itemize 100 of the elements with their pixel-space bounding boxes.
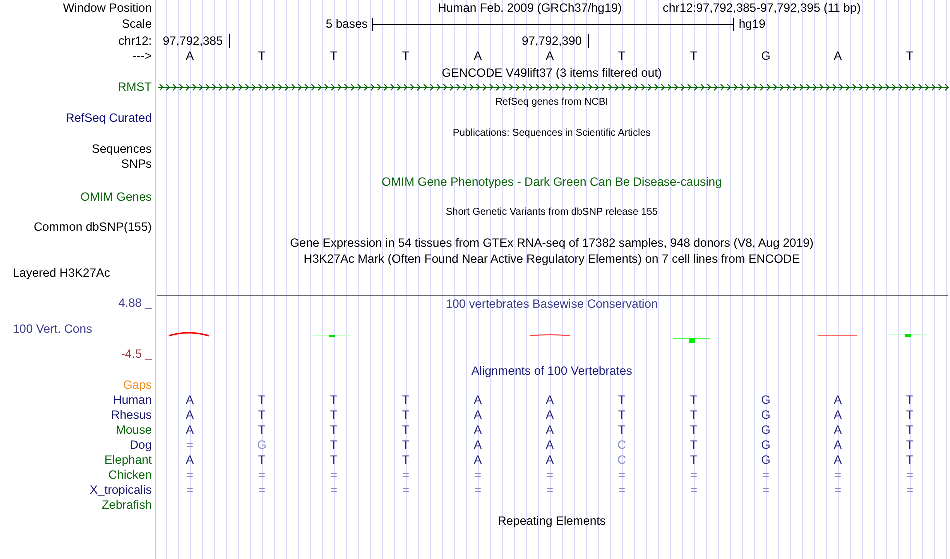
track-title: RefSeq genes from NCBI	[496, 96, 608, 110]
base-letter: T	[402, 423, 410, 437]
base-letter: A	[186, 423, 194, 437]
base-letter: A	[546, 438, 554, 452]
base-letter: =	[186, 468, 194, 482]
coordinate-label: 97,792,385	[163, 34, 224, 48]
base-letter: =	[258, 483, 266, 497]
base-letter: T	[618, 408, 626, 422]
base-letter: A	[474, 49, 482, 63]
track-label: OMIM Genes	[80, 190, 152, 204]
track-label: Sequences	[92, 142, 152, 156]
base-letter: =	[546, 483, 554, 497]
track-label: Scale	[122, 17, 152, 31]
base-letter: T	[906, 453, 914, 467]
position-label: chr12:97,792,385-97,792,395 (11 bp)	[663, 1, 861, 15]
base-letter: =	[186, 483, 194, 497]
base-letter: A	[186, 453, 194, 467]
base-letter: A	[186, 408, 194, 422]
axis-value: -4.5 _	[121, 347, 152, 361]
track-label: Human	[113, 393, 152, 407]
track-label: Mouse	[116, 423, 152, 437]
base-letter: =	[906, 468, 914, 482]
scale-label: 5 bases	[326, 17, 368, 31]
base-letter: T	[906, 393, 914, 407]
base-letter: =	[762, 468, 770, 482]
track-label: Zebrafish	[102, 498, 152, 512]
base-letter: =	[834, 483, 842, 497]
base-letter: T	[402, 408, 410, 422]
base-letter: T	[258, 49, 266, 63]
base-letter: =	[690, 468, 698, 482]
base-letter: T	[618, 423, 626, 437]
track-title: Alignments of 100 Vertebrates	[472, 364, 632, 378]
base-letter: =	[186, 438, 194, 452]
track-title: GENCODE V49lift37 (3 items filtered out)	[442, 66, 662, 80]
base-letter: A	[546, 393, 554, 407]
base-letter: A	[474, 408, 482, 422]
track-title: OMIM Gene Phenotypes - Dark Green Can Be Disease-causing	[382, 175, 722, 189]
base-letter: A	[186, 393, 194, 407]
base-letter: T	[258, 408, 266, 422]
base-letter: =	[474, 468, 482, 482]
base-letter: T	[402, 453, 410, 467]
base-letter: T	[690, 393, 698, 407]
base-letter: A	[834, 393, 842, 407]
base-letter: A	[834, 49, 842, 63]
base-letter: T	[690, 423, 698, 437]
base-letter: A	[834, 438, 842, 452]
track-title: Short Genetic Variants from dbSNP release 155	[446, 206, 658, 220]
scale-label: hg19	[739, 17, 766, 31]
track-title: Repeating Elements	[498, 514, 606, 528]
track-label: RMST	[118, 80, 152, 94]
track-label: Elephant	[104, 453, 152, 467]
base-letter: T	[330, 438, 338, 452]
base-letter: T	[330, 423, 338, 437]
base-letter: T	[402, 438, 410, 452]
base-letter: A	[546, 49, 554, 63]
base-letter: A	[474, 453, 482, 467]
base-letter: T	[330, 408, 338, 422]
base-letter: =	[834, 468, 842, 482]
base-letter: A	[546, 423, 554, 437]
base-letter: T	[906, 408, 914, 422]
base-letter: A	[834, 423, 842, 437]
base-letter: T	[618, 393, 626, 407]
track-label: --->	[133, 49, 152, 63]
coordinate-label: 97,792,390	[522, 34, 582, 48]
base-letter: T	[330, 393, 338, 407]
base-letter: T	[906, 423, 914, 437]
track-label: chr12:	[118, 34, 152, 48]
base-letter: T	[258, 423, 266, 437]
track-label: SNPs	[121, 157, 152, 171]
track-label: 100 Vert. Cons	[13, 322, 92, 336]
base-letter: =	[330, 468, 338, 482]
base-letter: =	[402, 468, 410, 482]
base-letter: T	[906, 438, 914, 452]
track-title: Gene Expression in 54 tissues from GTEx RNA-seq of 17382 samples, 948 donors (V8, Aug 2019)	[290, 236, 814, 250]
base-letter: =	[690, 483, 698, 497]
base-letter: G	[761, 408, 771, 422]
base-letter: T	[690, 49, 698, 63]
axis-value: 4.88 _	[118, 296, 152, 310]
base-letter: =	[762, 483, 770, 497]
base-letter: =	[546, 468, 554, 482]
base-letter: G	[761, 423, 771, 437]
track-label: Dog	[130, 438, 152, 452]
track-title: H3K27Ac Mark (Often Found Near Active Regulatory Elements) on 7 cell lines from ENCODE	[304, 252, 800, 266]
base-letter: T	[402, 49, 410, 63]
base-letter: C	[618, 438, 626, 452]
base-letter: T	[690, 438, 698, 452]
track-title: Publications: Sequences in Scientific Articles	[453, 127, 651, 141]
base-letter: T	[690, 453, 698, 467]
base-letter: T	[330, 453, 338, 467]
base-letter: A	[474, 423, 482, 437]
base-letter: T	[258, 393, 266, 407]
base-letter: =	[618, 468, 626, 482]
base-letter: T	[402, 393, 410, 407]
base-letter: A	[474, 438, 482, 452]
base-letter: A	[834, 408, 842, 422]
base-letter: T	[690, 408, 698, 422]
assembly-label: Human Feb. 2009 (GRCh37/hg19)	[438, 1, 622, 15]
base-letter: T	[906, 49, 914, 63]
base-letter: G	[761, 453, 771, 467]
base-letter: G	[257, 438, 267, 452]
